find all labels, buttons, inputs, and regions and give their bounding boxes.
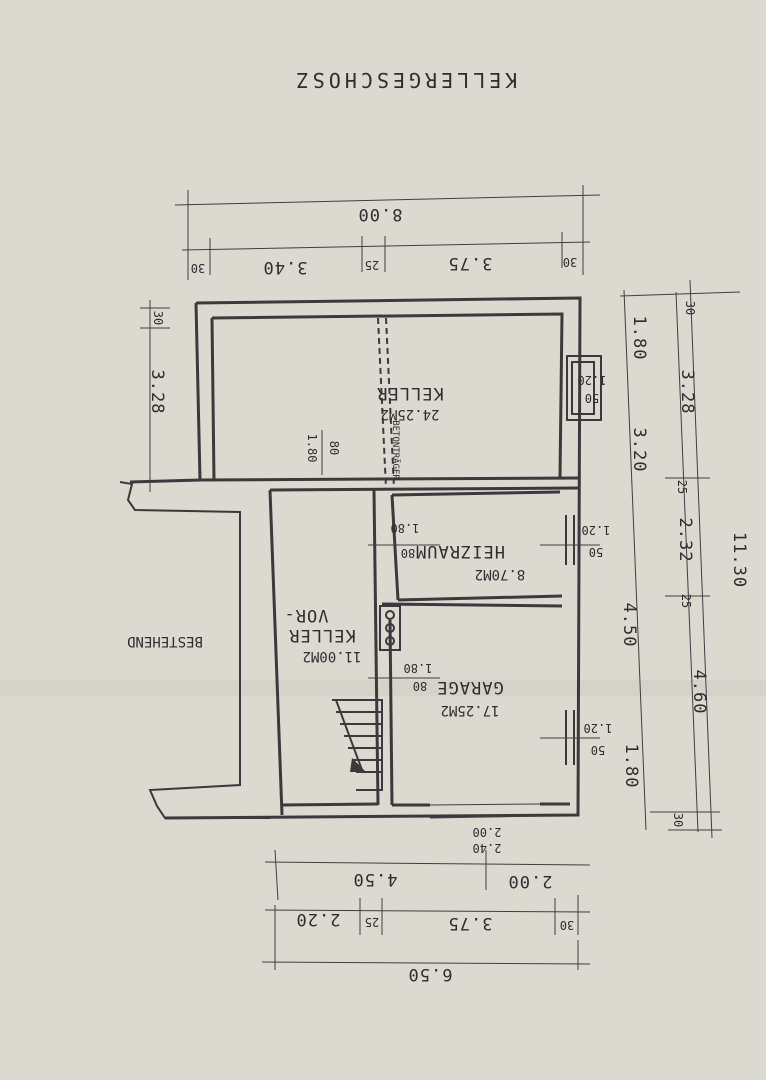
dim-top-total: 8.00 [358, 204, 403, 224]
room-keller-name: KELLER [376, 383, 443, 403]
dim-top-seg5: 30 [563, 255, 577, 269]
svg-text:50: 50 [585, 391, 599, 405]
dim-right-total: 11.30 [729, 532, 749, 588]
walls [129, 296, 582, 820]
dim-top-seg3: 25 [365, 258, 379, 272]
bottom-dimensions: 2.00 4.50 30 3.75 25 2.20 6.50 [261, 849, 591, 984]
svg-text:2.20: 2.20 [296, 909, 341, 929]
svg-text:2.00: 2.00 [508, 871, 553, 891]
room-vorkeller-name2: KELLER [288, 625, 355, 645]
opening-labels: 50 1.20 50 1.20 50 1.20 1.80 80 1.80 80 1.8… [305, 373, 612, 855]
svg-text:50: 50 [591, 743, 605, 757]
staircase [332, 699, 383, 791]
svg-text:2.40: 2.40 [473, 841, 502, 855]
dim-top-seg4: 3.75 [448, 253, 493, 273]
dim-left-seg1: 30 [151, 311, 165, 325]
svg-text:30: 30 [671, 813, 685, 827]
beam-line [377, 317, 387, 489]
svg-text:25: 25 [679, 594, 693, 608]
svg-text:4.50: 4.50 [619, 603, 639, 648]
room-vorkeller: VOR- KELLER 11.00M2 [284, 605, 362, 664]
dim-left-seg2: 3.28 [147, 370, 167, 415]
dim-bottom-total: 6.50 [408, 964, 453, 984]
keller-window [566, 355, 602, 421]
room-vorkeller-name1: VOR- [284, 605, 329, 625]
svg-text:1.80: 1.80 [305, 434, 319, 463]
svg-text:3.75: 3.75 [448, 913, 493, 933]
svg-text:1.20: 1.20 [582, 523, 611, 537]
svg-text:30: 30 [683, 301, 697, 315]
svg-text:1.80: 1.80 [621, 744, 641, 789]
room-heizraum-area: 8.70M2 [475, 566, 526, 582]
label-bestehend: BESTEHEND [127, 633, 203, 649]
svg-text:25: 25 [675, 480, 689, 494]
svg-text:1.80: 1.80 [404, 661, 433, 675]
svg-text:50: 50 [589, 545, 603, 559]
svg-text:1.80: 1.80 [391, 521, 420, 535]
svg-text:1.20: 1.20 [584, 721, 613, 735]
room-keller-area: 24.25M2 [380, 406, 439, 422]
svg-text:25: 25 [365, 915, 379, 929]
room-heizraum-name: HEIZRAUM [415, 541, 505, 561]
room-heizraum: HEIZRAUM 8.70M2 [415, 541, 525, 582]
svg-text:1.80: 1.80 [629, 316, 649, 361]
room-keller: KELLER 24.25M2 [376, 383, 443, 422]
svg-text:80: 80 [401, 546, 415, 560]
svg-text:2.32: 2.32 [675, 518, 695, 563]
svg-text:1.20: 1.20 [578, 373, 607, 387]
dim-top-seg1: 30 [191, 261, 205, 275]
svg-text:4.60: 4.60 [689, 670, 709, 715]
svg-text:80: 80 [327, 441, 341, 455]
plan-title: KELLERGESCHOSZ [293, 68, 518, 92]
room-garage-area: 17.25M2 [440, 702, 499, 718]
svg-text:3.28: 3.28 [677, 370, 697, 415]
room-garage-name: GARAGE [436, 677, 503, 697]
label-betontraeger: BETONTRÄGER [390, 420, 401, 480]
top-dimensions: 8.00 30 3.40 25 3.75 30 [174, 185, 601, 280]
room-garage: GARAGE 17.25M2 [436, 677, 503, 718]
svg-text:3.20: 3.20 [629, 428, 649, 473]
paper-fold [0, 680, 766, 696]
room-vorkeller-area: 11.00M2 [302, 648, 361, 664]
chimney [379, 605, 401, 651]
dim-top-seg2: 3.40 [263, 257, 308, 277]
svg-text:30: 30 [560, 918, 574, 932]
svg-text:2.00: 2.00 [473, 825, 502, 839]
existing-building: BESTEHEND [119, 481, 270, 819]
title-group: KELLERGESCHOSZ [293, 68, 518, 92]
right-dimensions: 11.30 30 3.28 25 2.32 25 4.60 30 1.80 3.… [619, 279, 749, 839]
svg-text:4.50: 4.50 [353, 869, 398, 889]
svg-text:80: 80 [413, 679, 427, 693]
heizraum-window [565, 515, 575, 565]
left-dimensions: 30 3.28 [140, 300, 170, 492]
